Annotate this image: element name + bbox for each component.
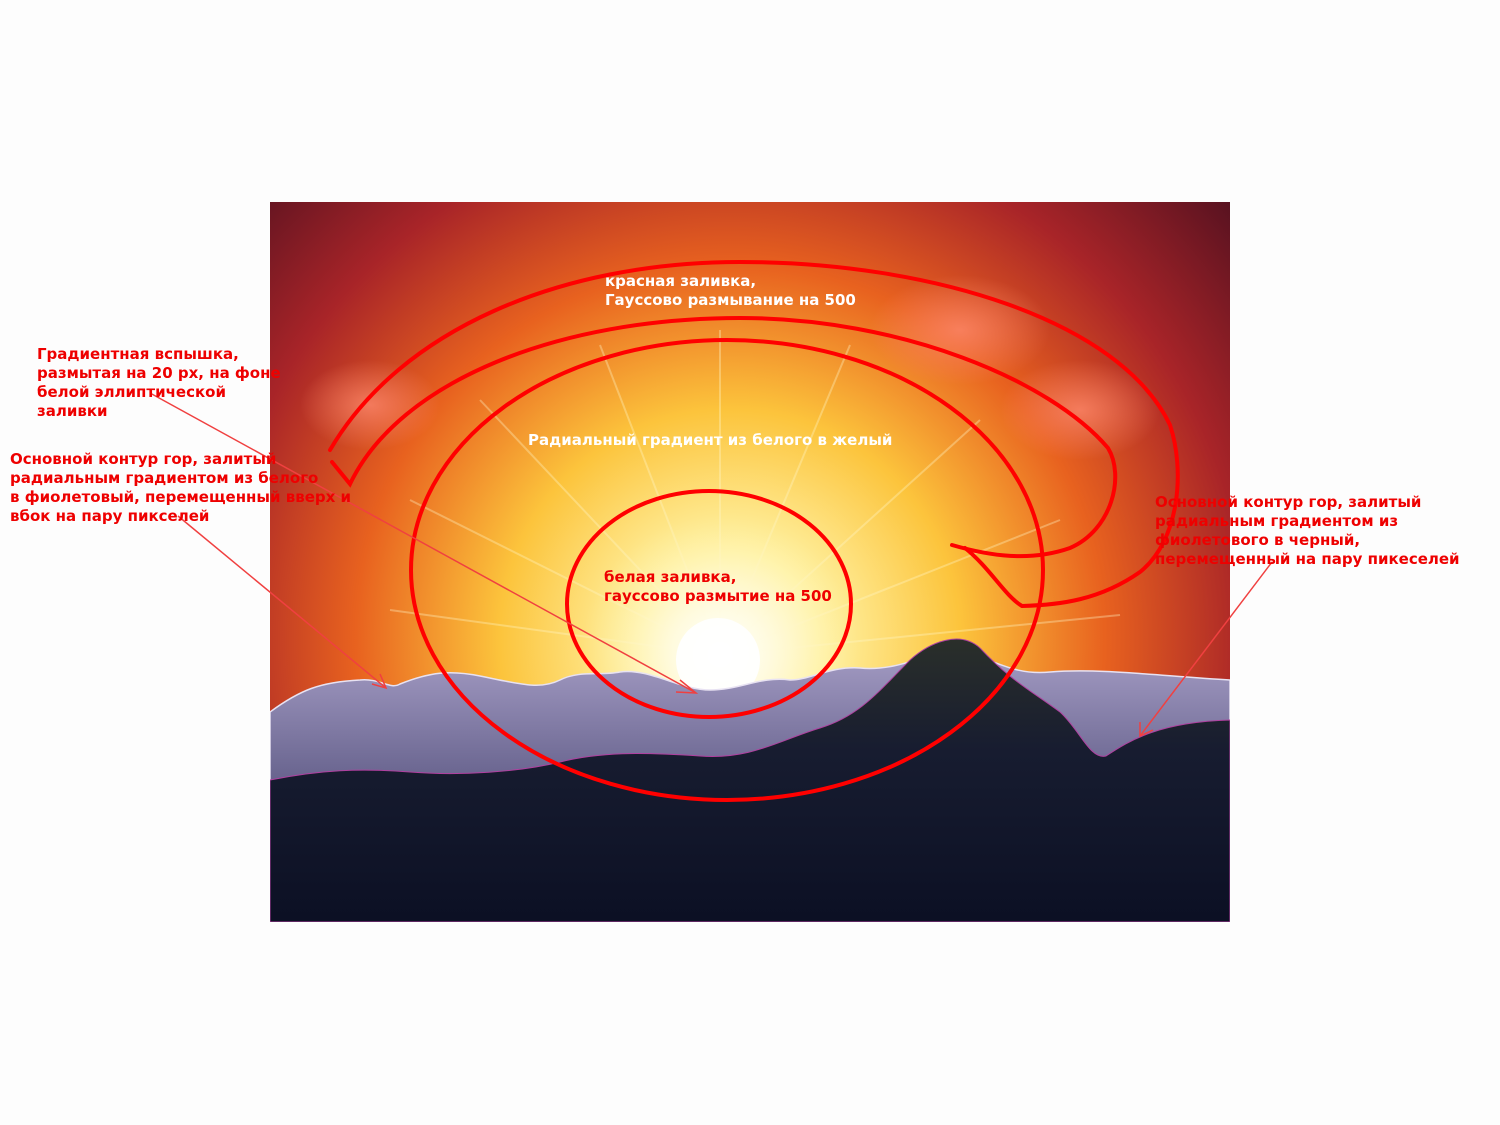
radial-gradient-outline <box>409 338 1045 802</box>
label-mountains-front: Основной контур гор, залитый радиальным … <box>1155 493 1460 568</box>
label-mountains-back: Основной контур гор, залитый радиальным … <box>10 450 352 525</box>
red-fill-inner-outline <box>330 315 1118 559</box>
white-fill-outline <box>565 489 853 719</box>
cloud-left <box>300 360 440 450</box>
label-flash: Градиентная вспышка, размытая на 20 px, … <box>37 345 281 420</box>
label-radial-gradient: Радиальный градиент из белого в желый <box>528 431 893 449</box>
label-white-fill: белая заливка, гауссово размытие на 500 <box>604 568 832 605</box>
annotation-outlines <box>328 259 1180 802</box>
mountains-front-leader <box>1139 561 1273 737</box>
flash-leader <box>149 392 697 694</box>
mountains-front-arrowhead <box>1139 722 1154 738</box>
sun-flash <box>676 618 760 702</box>
cloud-far-right <box>1000 360 1160 460</box>
scene <box>270 202 1230 922</box>
cloud-right <box>870 275 1050 385</box>
flash-arrowhead <box>675 679 699 694</box>
mountains-front <box>270 638 1230 922</box>
leader-lines <box>149 392 1273 738</box>
mountains-back-leader <box>177 515 387 689</box>
mountains-back-arrowhead <box>371 673 388 690</box>
red-fill-outline <box>328 259 1180 609</box>
label-red-fill: красная заливка, Гауссово размывание на … <box>605 272 856 309</box>
